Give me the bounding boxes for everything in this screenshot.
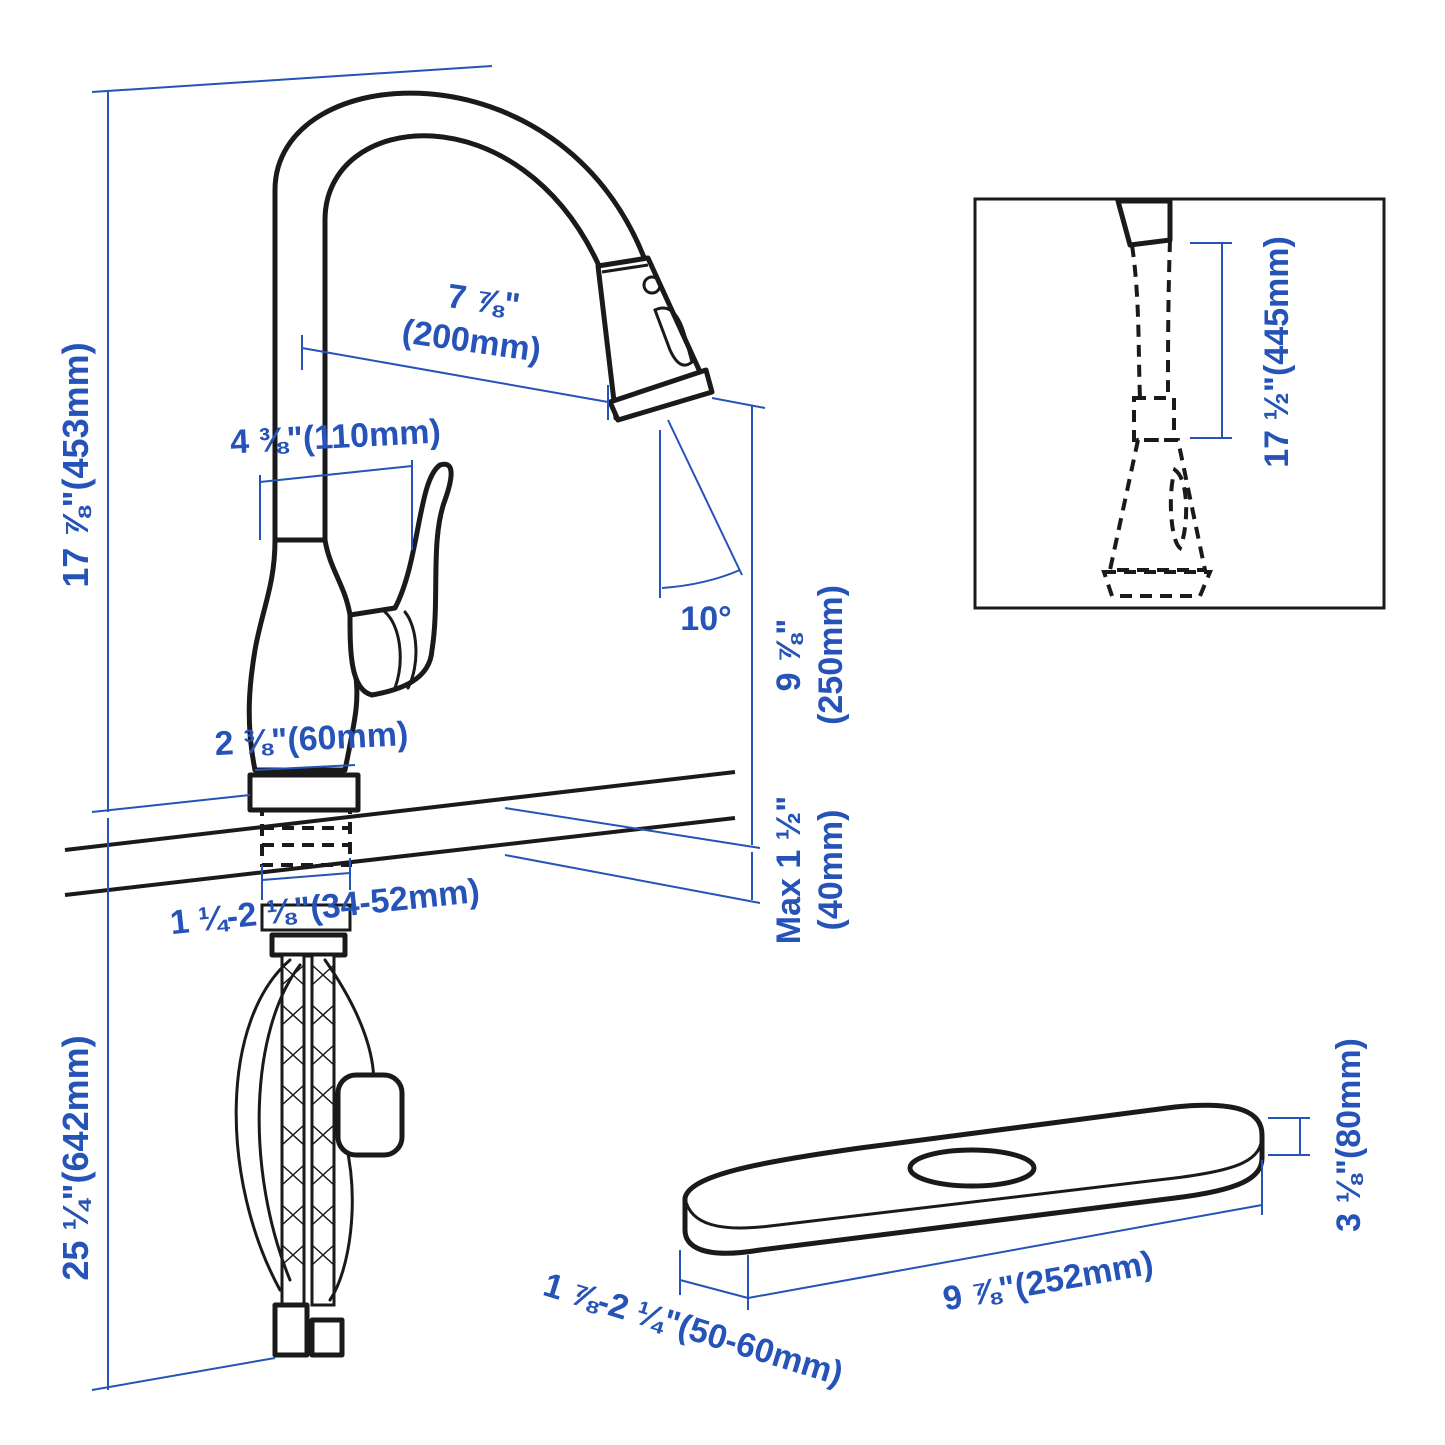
label-hose-length: 25 ¼"(642mm) <box>55 1035 96 1280</box>
deck-plate-hole <box>907 1147 1037 1189</box>
label-pull-out-length: 17 ½"(445mm) <box>1258 236 1296 468</box>
faucet-base <box>247 772 361 813</box>
hose-weight <box>335 1072 405 1158</box>
deck-plate <box>682 1102 1265 1256</box>
label-handle-offset: 4 ⅜"(110mm) <box>229 413 441 462</box>
spray-toggle <box>642 275 662 295</box>
label-spray-angle: 10° <box>680 600 731 638</box>
supply-hoses <box>272 953 345 1358</box>
label-deck-thickness: Max 1 ½" <box>770 796 808 944</box>
spray-button <box>653 306 694 367</box>
label-base-diameter: 2 ⅜"(60mm) <box>214 715 409 763</box>
label-spout-reach-mm: (200mm) <box>400 313 544 370</box>
label-deck-thickness-mm: (40mm) <box>812 810 850 931</box>
label-plate-length: 9 ⅞"(252mm) <box>940 1244 1156 1318</box>
label-total-height: 17 ⅞"(453mm) <box>55 342 96 587</box>
faucet-handle <box>347 461 454 698</box>
pull-out-detail-inset <box>973 197 1386 610</box>
label-hole-diameter: 1 ¼-2 ⅛"(34-52mm) <box>168 872 481 942</box>
pull-down-hose <box>234 958 292 1292</box>
label-spout-reach: 7 ⅞" <box>445 277 522 325</box>
dimension-lines <box>91 65 1310 1391</box>
threaded-shank <box>260 808 352 867</box>
faucet-body <box>246 537 360 773</box>
label-plate-width: 1 ⅞-2 ¼"(50-60mm) <box>539 1266 847 1393</box>
label-plate-height: 3 ⅛"(80mm) <box>1330 1038 1368 1232</box>
label-spout-clearance-mm: (250mm) <box>812 585 850 725</box>
faucet-illustration <box>234 90 715 1358</box>
countertop <box>64 770 736 897</box>
mounting-nut <box>269 932 348 958</box>
label-spout-clearance: 9 ⅞" <box>770 619 808 692</box>
